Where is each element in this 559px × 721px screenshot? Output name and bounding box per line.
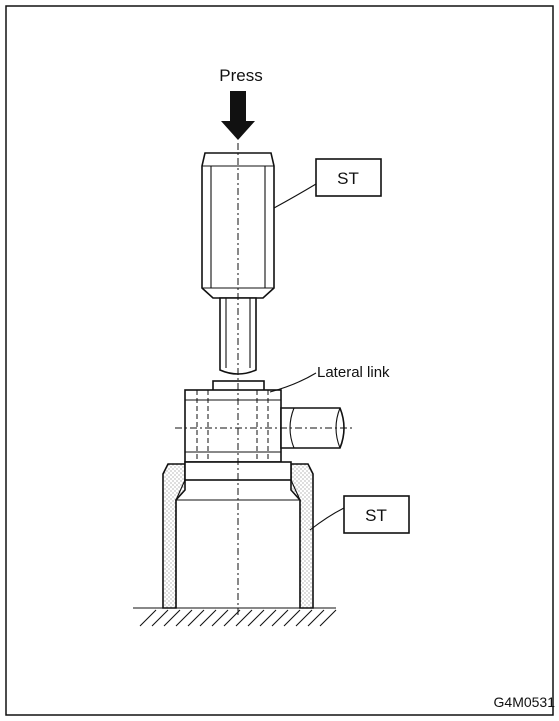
upper-st-leader [273,183,317,209]
lower-st-label: ST [365,506,387,525]
lateral-link-leader [269,372,317,393]
press-label: Press [219,66,262,85]
lower-st-box [343,495,410,534]
upper-st-box [315,158,382,197]
upper-st-label: ST [337,169,359,188]
figure-frame [5,5,554,716]
lateral-link [175,380,355,463]
lower-st-leader [309,507,345,531]
lower-special-tool [162,461,314,609]
press-arrow [221,91,255,140]
upper-special-tool [201,152,275,375]
figure-code: G4M0531 [494,694,556,710]
lateral-link-label: Lateral link [317,364,390,381]
ground-hatching [133,607,337,627]
